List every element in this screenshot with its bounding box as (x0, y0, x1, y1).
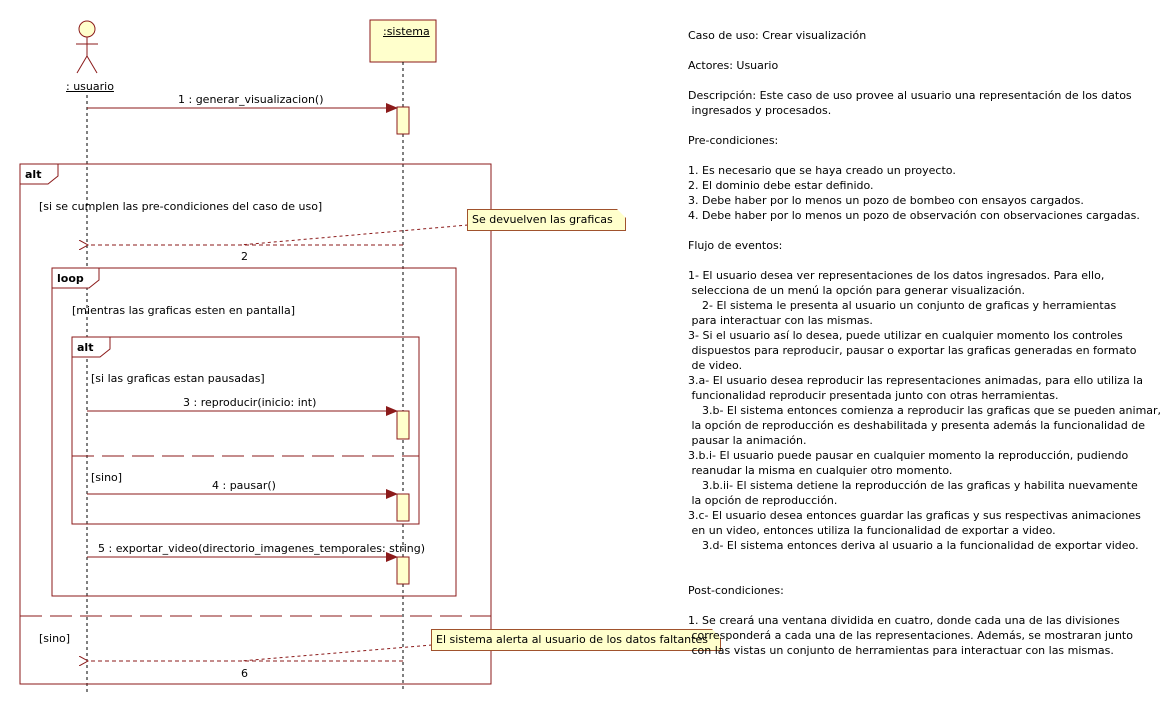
doc-line: 4. Debe haber por lo menos un pozo de ob… (688, 209, 1140, 222)
doc-line: Flujo de eventos: (688, 239, 783, 252)
doc-line: ingresados y procesados. (688, 104, 832, 117)
alt-inner-keyword: alt (77, 341, 94, 354)
doc-line (688, 553, 1113, 568)
alt-outer-keyword: alt (25, 168, 42, 181)
doc-line (688, 118, 1113, 133)
doc-line: de video. (688, 359, 743, 372)
doc-line (688, 223, 1113, 238)
doc-line: 3.a- El usuario desea reproducir las rep… (688, 374, 1143, 387)
message-label-5: 5 : exportar_video(directorio_imagenes_t… (98, 542, 426, 555)
doc-line: 3.b- El sistema entonces comienza a repr… (688, 404, 1161, 417)
doc-line (688, 568, 1113, 583)
doc-line: 3. Debe haber por lo menos un pozo de bo… (688, 194, 1084, 207)
doc-line: con las vistas un conjunto de herramient… (688, 644, 1114, 657)
doc-line: 1. Se creará una ventana dividida en cua… (688, 614, 1120, 627)
doc-line: corresponderá a cada una de las represen… (688, 629, 1133, 642)
message-label-4: 4 : pausar() (212, 479, 276, 492)
doc-line (688, 598, 1113, 613)
message-label-2: 2 (241, 250, 248, 263)
alt-inner-guard: [si las graficas estan pausadas] (91, 372, 265, 385)
doc-line: para interactuar con las mismas. (688, 314, 873, 327)
doc-line: Pre-condiciones: (688, 134, 779, 147)
doc-line: Caso de uso: Crear visualización (688, 29, 867, 42)
doc-line (688, 73, 1113, 88)
doc-line (688, 148, 1113, 163)
message-label-6: 6 (241, 667, 248, 680)
loop-guard: [mientras las graficas esten en pantalla… (72, 304, 295, 317)
doc-line: 1- El usuario desea ver representaciones… (688, 269, 1105, 282)
actor-icon (76, 20, 98, 74)
doc-line (688, 253, 1113, 268)
doc-line: dispuestos para reproducir, pausar o exp… (688, 344, 1137, 357)
activation-bar (396, 410, 410, 440)
sequence-diagram (19, 19, 492, 692)
doc-line: funcionalidad reproducir presentada junt… (688, 389, 1059, 402)
activation-bar (396, 106, 410, 135)
doc-line: 3.b.i- El usuario puede pausar en cualqu… (688, 449, 1129, 462)
message-label-3: 3 : reproducir(inicio: int) (183, 396, 317, 409)
alt-outer-guard: [si se cumplen las pre-condiciones del c… (39, 200, 323, 213)
system-name: :sistema (383, 25, 430, 38)
doc-line: la opción de reproducción. (688, 494, 838, 507)
doc-line (688, 43, 1113, 58)
doc-line: 3- Si el usuario así lo desea, puede uti… (688, 329, 1123, 342)
loop-keyword: loop (57, 272, 84, 285)
note-connector (239, 644, 433, 662)
doc-line: pausar la animación. (688, 434, 807, 447)
doc-line: 2. El dominio debe estar definido. (688, 179, 874, 192)
doc-line: 3.b.ii- El sistema detiene la reproducci… (688, 479, 1138, 492)
note-connector (239, 224, 469, 246)
doc-line: en un video, entonces utiliza la funcion… (688, 524, 1056, 537)
loop-fragment (51, 267, 457, 597)
doc-line: Descripción: Este caso de uso provee al … (688, 89, 1132, 102)
alt-outer-fragment (19, 163, 492, 685)
actor-name: : usuario (66, 80, 114, 93)
doc-line: Post-condiciones: (688, 584, 784, 597)
use-case-description: Caso de uso: Crear visualización Actores… (688, 28, 1161, 658)
doc-line: 3.c- El usuario desea entonces guardar l… (688, 509, 1141, 522)
doc-line: reanudar la misma en cualquier otro mome… (688, 464, 953, 477)
note-graficas: Se devuelven las graficas (467, 209, 626, 231)
alt-inner-fragment (71, 336, 420, 525)
doc-line: 3.d- El sistema entonces deriva al usuar… (688, 539, 1139, 552)
alt-inner-else-guard: [sino] (91, 471, 123, 484)
doc-line: selecciona de un menú la opción para gen… (688, 284, 1026, 297)
activation-bar (396, 493, 410, 522)
doc-line: la opción de reproducción es deshabilita… (688, 419, 1145, 432)
activation-bar (396, 556, 410, 585)
doc-line: 1. Es necesario que se haya creado un pr… (688, 164, 956, 177)
note-alerta: El sistema alerta al usuario de los dato… (431, 629, 721, 651)
alt-outer-else-guard: [sino] (39, 632, 71, 645)
doc-line: 2- El sistema le presenta al usuario un … (688, 299, 1117, 312)
message-label-1: 1 : generar_visualizacion() (178, 93, 324, 106)
doc-line: Actores: Usuario (688, 59, 779, 72)
